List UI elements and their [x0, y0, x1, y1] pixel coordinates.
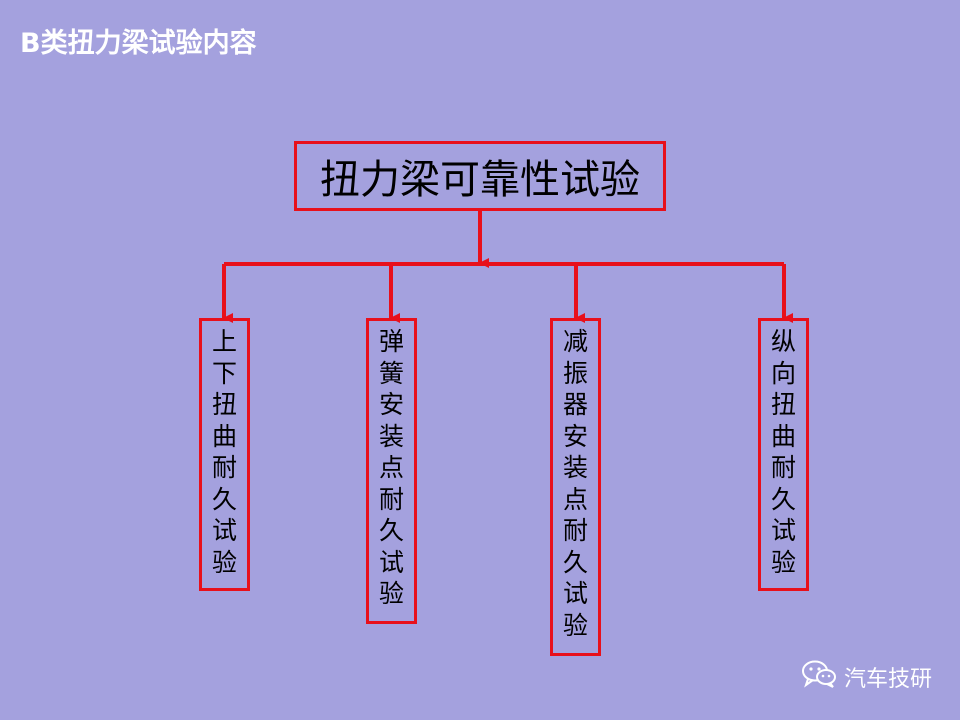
label-char: 点: [562, 484, 588, 514]
label-char: 上: [211, 327, 237, 356]
label-char: 安: [378, 390, 404, 419]
label-char: 试: [378, 547, 404, 577]
child-node-longitudinal-twist: 纵向扭曲耐久试验: [758, 318, 809, 591]
watermark-text: 汽车技研: [843, 667, 932, 692]
label-char: 久: [378, 516, 404, 545]
label-char: 振: [562, 358, 588, 388]
label-char: 安: [562, 421, 588, 451]
child-node-label: 上下扭曲耐久试验: [212, 326, 237, 578]
label-char: 久: [211, 484, 237, 514]
watermark: 汽车技研: [801, 660, 932, 694]
label-char: 验: [770, 547, 796, 577]
child-node-label: 弹簧安装点耐久试验: [379, 326, 404, 610]
child-node-spring-mount: 弹簧安装点耐久试验: [366, 318, 417, 624]
label-char: 器: [562, 390, 588, 419]
child-node-label: 纵向扭曲耐久试验: [771, 326, 796, 578]
label-char: 装: [562, 453, 588, 482]
label-char: 耐: [211, 453, 237, 482]
page-title: B类扭力梁试验内容: [20, 28, 257, 59]
label-char: 纵: [770, 327, 796, 356]
root-node: 扭力梁可靠性试验: [294, 141, 666, 211]
wechat-icon: [801, 660, 836, 694]
label-char: 久: [562, 547, 588, 577]
label-char: 装: [378, 421, 404, 451]
child-node-label: 减振器安装点耐久试验: [563, 326, 588, 641]
label-char: 曲: [211, 421, 237, 451]
label-char: 验: [562, 610, 588, 640]
label-char: 验: [378, 579, 404, 608]
label-char: 试: [211, 516, 237, 545]
label-char: 曲: [770, 421, 796, 451]
label-char: 点: [378, 453, 404, 482]
label-char: 试: [562, 579, 588, 608]
child-node-damper-mount: 减振器安装点耐久试验: [550, 318, 601, 656]
label-char: 验: [211, 547, 237, 577]
label-char: 扭: [770, 390, 796, 419]
label-char: 下: [211, 358, 237, 388]
label-char: 簧: [378, 358, 404, 388]
label-char: 扭: [211, 390, 237, 419]
label-char: 耐: [770, 453, 796, 482]
label-char: 耐: [378, 484, 404, 514]
child-node-twist-durability: 上下扭曲耐久试验: [199, 318, 250, 591]
label-char: 试: [770, 516, 796, 545]
label-char: 耐: [562, 516, 588, 545]
label-char: 向: [770, 358, 796, 388]
label-char: 久: [770, 484, 796, 514]
label-char: 减: [562, 327, 588, 356]
label-char: 弹: [378, 327, 404, 356]
